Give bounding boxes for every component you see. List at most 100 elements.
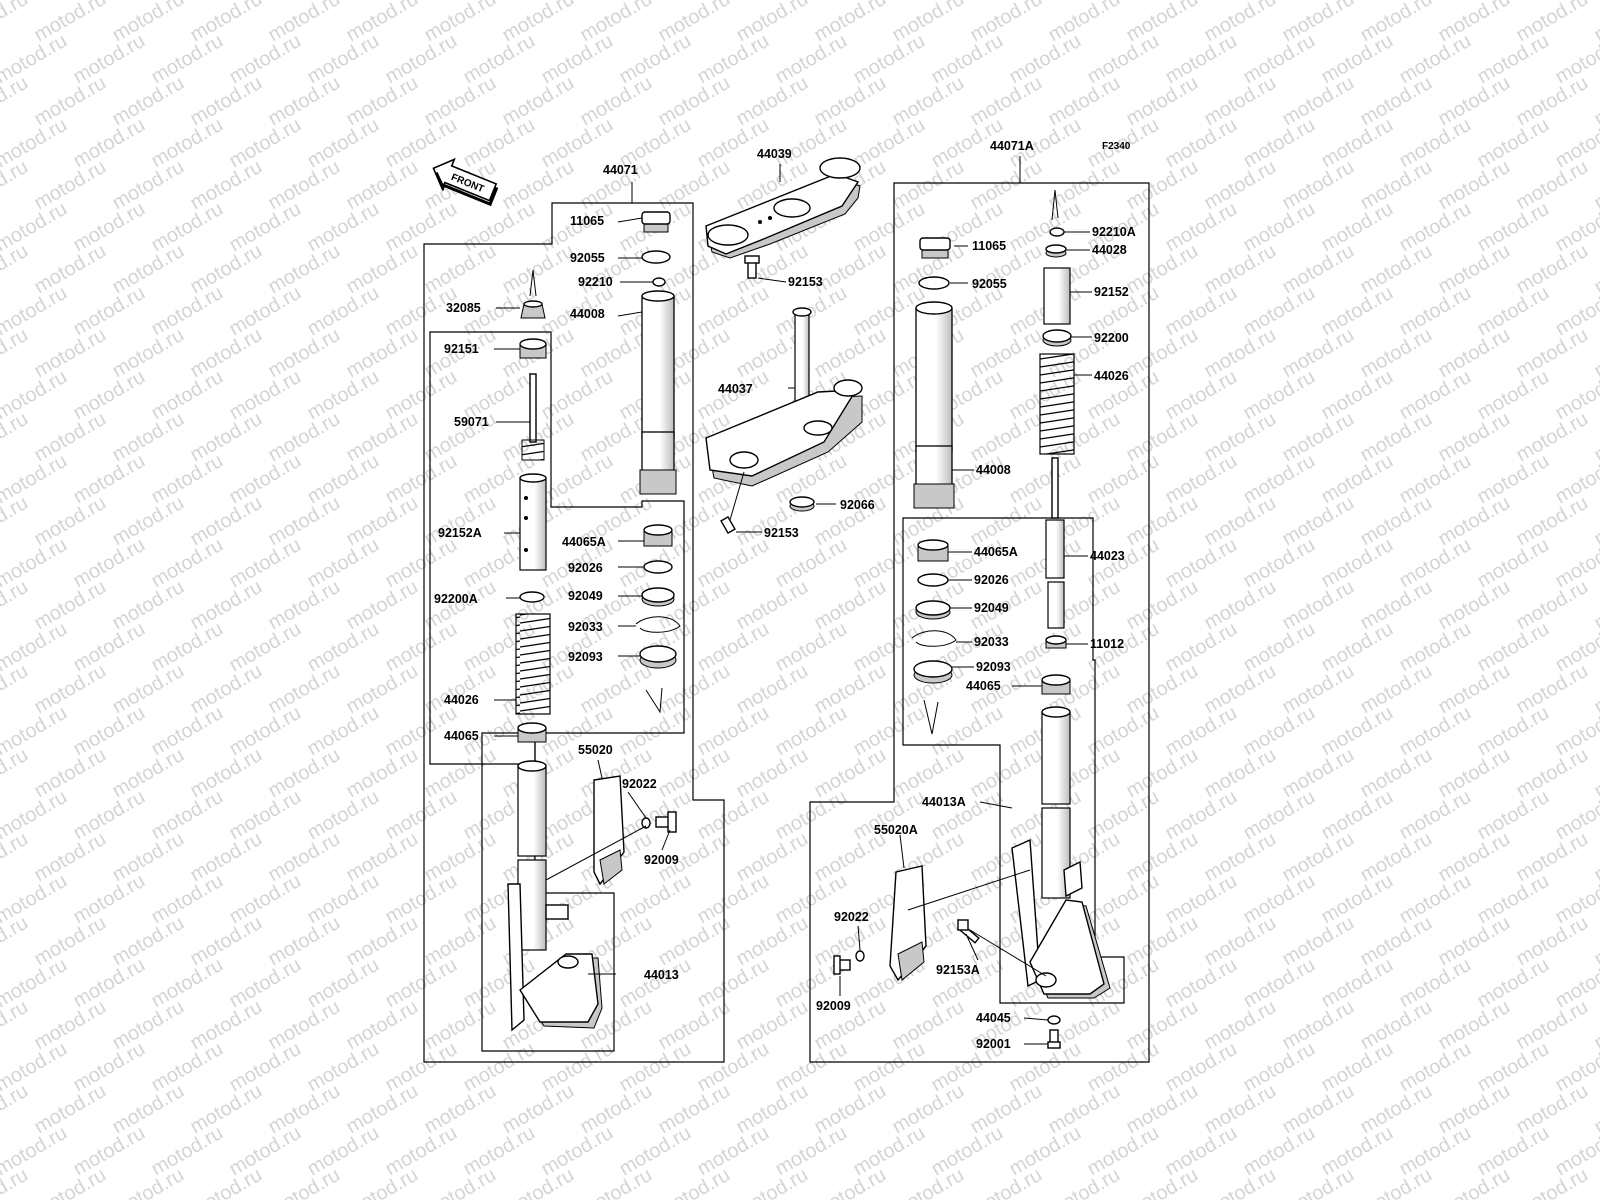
- watermark-text: motod.ru: [1123, 912, 1202, 971]
- watermark-text: motod.ru: [1474, 954, 1553, 1013]
- watermark-text: motod.ru: [1045, 1080, 1124, 1139]
- watermark-text: motod.ru: [1201, 156, 1280, 215]
- spring-44026-left: [515, 613, 551, 715]
- watermark-text: motod.ru: [304, 618, 383, 677]
- watermark-text: motod.ru: [382, 1122, 461, 1181]
- part-label: 92066: [840, 498, 875, 512]
- watermark-text: motod.ru: [70, 1122, 149, 1181]
- part-label: 92153A: [936, 963, 980, 977]
- part-label: 44026: [444, 693, 479, 707]
- part-label: 44023: [1090, 549, 1125, 563]
- steering-stem-44037: [705, 307, 863, 487]
- watermark-text: motod.ru: [577, 1164, 656, 1200]
- watermark-text: motod.ru: [655, 72, 734, 131]
- part-label: 44008: [570, 307, 605, 321]
- right-inner-frame: [902, 517, 1125, 1004]
- watermark-text: motod.ru: [1318, 366, 1397, 425]
- watermark-text: motod.ru: [460, 198, 539, 257]
- bolt-92001: [1047, 1029, 1061, 1049]
- watermark-text: motod.ru: [70, 30, 149, 89]
- watermark-text: motod.ru: [1162, 870, 1241, 929]
- watermark-text: motod.ru: [1474, 450, 1553, 509]
- watermark-text: motod.ru: [148, 114, 227, 173]
- watermark-text: motod.ru: [1123, 1164, 1202, 1200]
- watermark-text: motod.ru: [1357, 1080, 1436, 1139]
- watermark-text: motod.ru: [109, 828, 188, 887]
- right-assembly-frame: [809, 182, 1150, 1063]
- part-label: 44028: [1092, 243, 1127, 257]
- part-label: 92033: [568, 620, 603, 634]
- watermark-text: motod.ru: [577, 240, 656, 299]
- watermark-text: motod.ru: [187, 576, 266, 635]
- watermark-text: motod.ru: [1591, 576, 1600, 635]
- watermark-text: motod.ru: [1474, 534, 1553, 593]
- watermark-text: motod.ru: [1591, 72, 1600, 131]
- watermark-text: motod.ru: [1396, 450, 1475, 509]
- watermark-text: motod.ru: [1318, 618, 1397, 677]
- watermark-text: motod.ru: [772, 618, 851, 677]
- watermark-text: motod.ru: [148, 870, 227, 929]
- watermark-text: motod.ru: [1474, 114, 1553, 173]
- watermark-text: motod.ru: [1396, 702, 1475, 761]
- watermark-text: motod.ru: [460, 114, 539, 173]
- watermark-text: motod.ru: [1123, 408, 1202, 467]
- watermark-text: motod.ru: [772, 786, 851, 845]
- part-label: 59071: [454, 415, 489, 429]
- watermark-text: motod.ru: [421, 660, 500, 719]
- watermark-text: motod.ru: [31, 660, 110, 719]
- watermark-text: motod.ru: [1123, 240, 1202, 299]
- watermark-text: motod.ru: [1591, 408, 1600, 467]
- watermark-text: motod.ru: [31, 156, 110, 215]
- watermark-text: motod.ru: [772, 534, 851, 593]
- watermark-text: motod.ru: [304, 1038, 383, 1097]
- watermark-text: motod.ru: [1006, 534, 1085, 593]
- watermark-text: motod.ru: [1162, 618, 1241, 677]
- part-label: 92153: [764, 526, 799, 540]
- watermark-text: motod.ru: [382, 30, 461, 89]
- watermark-text: motod.ru: [0, 576, 32, 635]
- watermark-text: motod.ru: [1396, 1122, 1475, 1181]
- watermark-text: motod.ru: [850, 1038, 929, 1097]
- watermark-text: motod.ru: [694, 702, 773, 761]
- part-label: 92033: [974, 635, 1009, 649]
- watermark-text: motod.ru: [772, 1122, 851, 1181]
- watermark-text: motod.ru: [1240, 618, 1319, 677]
- bolt-92153-top: [744, 255, 760, 279]
- watermark-text: motod.ru: [733, 912, 812, 971]
- bushing-44065-left: [517, 722, 547, 743]
- watermark-text: motod.ru: [187, 72, 266, 131]
- watermark-text: motod.ru: [1240, 786, 1319, 845]
- watermark-text: motod.ru: [1201, 744, 1280, 803]
- watermark-text: motod.ru: [1435, 996, 1514, 1055]
- washer-44045: [1047, 1015, 1061, 1025]
- watermark-text: motod.ru: [733, 660, 812, 719]
- watermark-text: motod.ru: [382, 954, 461, 1013]
- watermark-text: motod.ru: [226, 450, 305, 509]
- watermark-text: motod.ru: [733, 1164, 812, 1200]
- watermark-text: motod.ru: [226, 198, 305, 257]
- watermark-text: motod.ru: [382, 870, 461, 929]
- guard-55020A: [889, 865, 927, 982]
- watermark-text: motod.ru: [265, 324, 344, 383]
- diagram-code: F2340: [1102, 141, 1131, 152]
- watermark-text: motod.ru: [421, 492, 500, 551]
- watermark-text: motod.ru: [1396, 870, 1475, 929]
- watermark-text: motod.ru: [694, 954, 773, 1013]
- outer-tube-44013: [507, 760, 603, 1032]
- watermark-text: motod.ru: [1474, 618, 1553, 677]
- damper-rod-59071: [521, 373, 545, 461]
- watermark-text: motod.ru: [811, 72, 890, 131]
- inner-tube-44008-right: [913, 301, 955, 509]
- watermark-text: motod.ru: [343, 1164, 422, 1200]
- watermark-text: motod.ru: [928, 702, 1007, 761]
- watermark-text: motod.ru: [850, 198, 929, 257]
- watermark-text: motod.ru: [1357, 72, 1436, 131]
- watermark-text: motod.ru: [304, 534, 383, 593]
- watermark-text: motod.ru: [343, 660, 422, 719]
- watermark-text: motod.ru: [694, 618, 773, 677]
- cap-11065-left: [641, 211, 671, 233]
- watermark-text: motod.ru: [694, 534, 773, 593]
- watermark-text: motod.ru: [1435, 744, 1514, 803]
- watermark-text: motod.ru: [1318, 30, 1397, 89]
- oring-92055-right: [918, 276, 950, 290]
